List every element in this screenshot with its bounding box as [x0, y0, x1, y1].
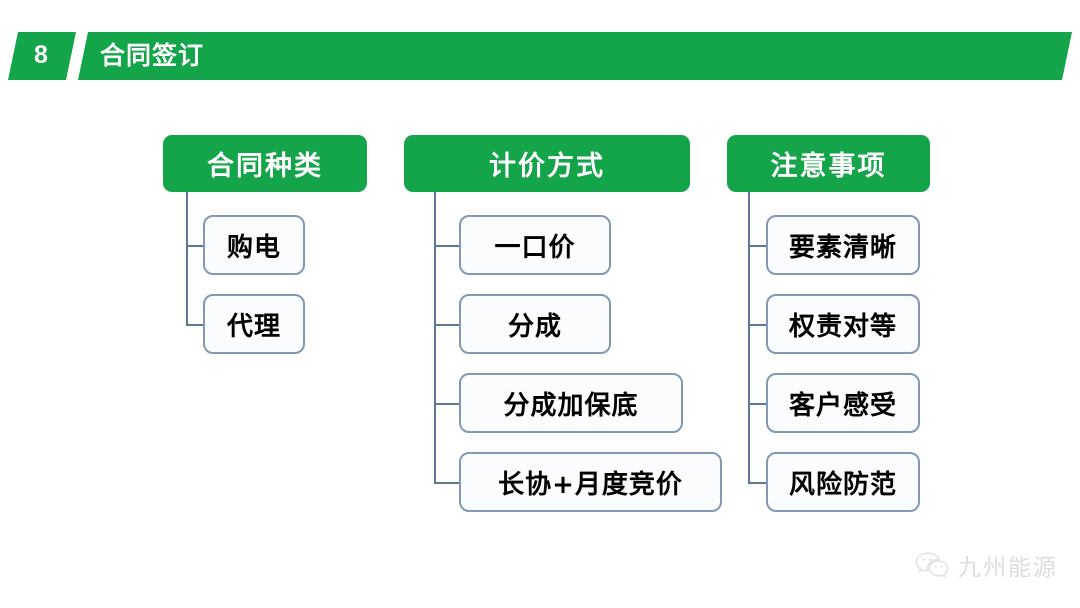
connector-branch	[748, 324, 766, 326]
leaf-box-label: 分成	[507, 311, 562, 342]
connector-branch	[748, 403, 766, 405]
group-header-label: 注意事项	[770, 151, 887, 182]
leaf-box[interactable]: 客户感受	[766, 373, 920, 433]
wechat-icon	[915, 552, 949, 578]
connector-branch	[186, 324, 203, 326]
connector-branch	[434, 482, 459, 484]
leaf-box[interactable]: 风险防范	[766, 452, 920, 512]
header-title-bar	[78, 32, 1072, 80]
group-header-contract-types[interactable]: 合同种类	[163, 135, 367, 192]
leaf-box-label: 长协+月度竞价	[498, 469, 683, 500]
watermark-label: 九州能源	[958, 555, 1058, 581]
leaf-box-label: 权责对等	[788, 311, 897, 342]
connector-branch	[186, 245, 203, 247]
connector-trunk-contract-types	[186, 192, 188, 324]
leaf-box-label: 一口价	[494, 232, 576, 263]
leaf-box[interactable]: 分成	[459, 294, 611, 354]
leaf-box[interactable]: 一口价	[459, 215, 611, 275]
leaf-box[interactable]: 购电	[203, 215, 305, 275]
leaf-box[interactable]: 分成加保底	[459, 373, 683, 433]
leaf-box-label: 分成加保底	[503, 390, 639, 421]
leaf-box-label: 购电	[226, 232, 281, 263]
leaf-box-label: 风险防范	[788, 469, 897, 500]
connector-branch	[748, 245, 766, 247]
header-number-badge: 8	[8, 32, 76, 80]
leaf-box[interactable]: 权责对等	[766, 294, 920, 354]
connector-trunk-pricing-methods	[434, 192, 436, 482]
header-number-label: 8	[34, 40, 48, 69]
leaf-box[interactable]: 长协+月度竞价	[459, 452, 722, 512]
watermark: 九州能源	[915, 548, 1058, 582]
group-header-label: 合同种类	[207, 151, 323, 182]
leaf-box-label: 代理	[226, 311, 281, 342]
group-header-label: 计价方式	[489, 151, 605, 182]
connector-branch	[748, 482, 766, 484]
connector-branch	[434, 403, 459, 405]
connector-branch	[434, 245, 459, 247]
page-title: 合同签订	[100, 41, 205, 70]
connector-trunk-precautions	[748, 192, 750, 482]
leaf-box[interactable]: 代理	[203, 294, 305, 354]
leaf-box[interactable]: 要素清晰	[766, 215, 920, 275]
group-header-precautions[interactable]: 注意事项	[727, 135, 930, 192]
connector-branch	[434, 324, 459, 326]
leaf-box-label: 客户感受	[788, 390, 897, 421]
leaf-box-label: 要素清晰	[788, 232, 897, 263]
page-header-bar: 8	[0, 32, 1080, 80]
group-header-pricing-methods[interactable]: 计价方式	[404, 135, 690, 192]
